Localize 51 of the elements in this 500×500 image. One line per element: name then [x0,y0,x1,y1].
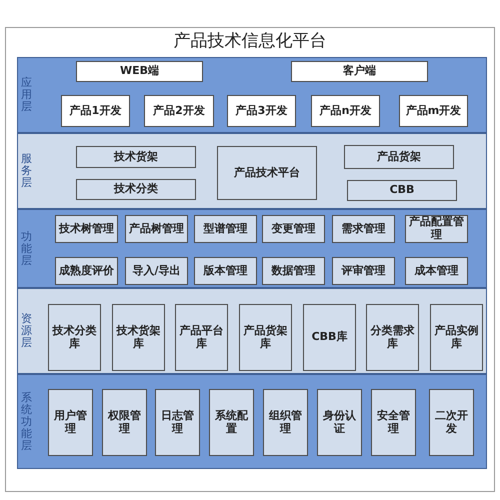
module-box: 产品树管理 [125,215,188,243]
module-box: 系统配置 [209,389,254,456]
platform-frame [5,27,495,492]
module-box: 版本管理 [194,257,257,285]
module-box: 身份认证 [317,389,362,456]
module-box: 用户管理 [48,389,93,456]
module-box: 成本管理 [405,257,468,285]
layer-band [17,133,487,209]
module-box: 成熟度评价 [55,257,118,285]
module-box: 技术货架 [76,146,196,168]
module-box: 变更管理 [262,215,325,243]
module-box: 技术货架库 [112,304,165,371]
module-box: 产品技术平台 [217,146,317,200]
module-box: 产品m开发 [399,95,468,127]
module-box: 产品2开发 [144,95,214,127]
layer-band [17,288,487,374]
layer-label: 服务层 [21,152,32,190]
layer-label: 系统功能层 [21,391,32,452]
layer-label: 功能层 [21,230,32,267]
module-box: 产品实例库 [430,304,483,371]
module-box: 组织管理 [263,389,308,456]
module-box: 客户端 [291,61,428,82]
layer-band [17,374,487,469]
module-box: 产品3开发 [227,95,296,127]
module-box: 产品1开发 [61,95,130,127]
module-box: 技术分类库 [48,304,101,371]
module-box: CBB库 [303,304,356,371]
module-box: 二次开发 [429,389,474,456]
module-box: 产品货架库 [239,304,292,371]
module-box: 评审管理 [332,257,395,285]
layer-band [17,209,487,288]
module-box: 产品配置管理 [405,215,468,243]
layer-band [17,57,487,133]
module-box: 数据管理 [262,257,325,285]
module-box: 日志管理 [155,389,200,456]
module-box: 导入/导出 [125,257,188,285]
module-box: 安全管理 [371,389,416,456]
module-box: 产品n开发 [311,95,380,127]
layer-label: 资源层 [21,312,32,350]
module-box: 产品货架 [344,145,454,169]
module-box: WEB端 [76,61,203,82]
module-box: 分类需求库 [366,304,419,371]
module-box: 需求管理 [332,215,395,243]
module-box: CBB [347,180,457,201]
layer-label: 应用层 [21,76,32,114]
module-box: 权限管理 [102,389,147,456]
module-box: 技术树管理 [55,215,118,243]
module-box: 产品平台库 [175,304,228,371]
frame-label: 产品技术信息化平台 [172,30,328,53]
module-box: 型谱管理 [194,215,257,243]
module-box: 技术分类 [76,179,196,200]
